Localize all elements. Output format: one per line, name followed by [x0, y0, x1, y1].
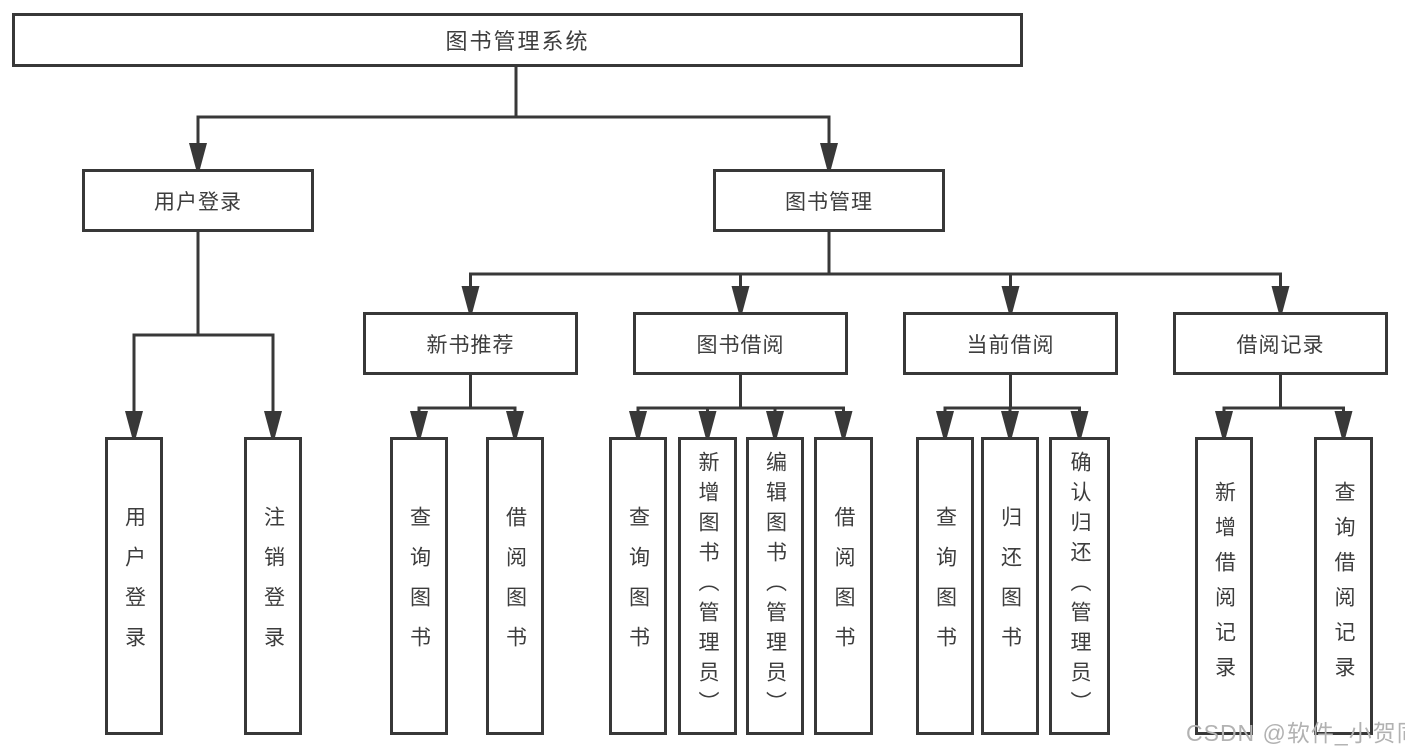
- node-label: 查询图书: [933, 506, 957, 666]
- node-label: 编辑图书（管理员）: [763, 451, 787, 721]
- csdn-watermark: CSDN @软件_小贺同学: [1186, 720, 1405, 746]
- leaf-query-books-borrow: 查询图书: [609, 437, 667, 735]
- node-label: 用户登录: [154, 190, 242, 214]
- node-book-management: 图书管理: [713, 169, 945, 232]
- leaf-add-books-admin: 新增图书（管理员）: [678, 437, 737, 735]
- leaf-query-books-current: 查询图书: [916, 437, 974, 735]
- node-label: 借阅图书: [832, 506, 855, 666]
- node-label: 新增图书（管理员）: [696, 451, 719, 721]
- arrowheads: [125, 143, 1353, 437]
- node-label: 图书管理: [785, 190, 873, 214]
- node-user-login: 用户登录: [82, 169, 314, 232]
- leaf-query-borrow-record: 查询借阅记录: [1314, 437, 1373, 735]
- node-label: 图书管理系统: [445, 29, 590, 54]
- node-label: 新书推荐: [426, 333, 515, 357]
- leaf-logout: 注销登录: [244, 437, 302, 735]
- node-label: 归还图书: [998, 506, 1022, 666]
- leaf-confirm-return-admin: 确认归还（管理员）: [1049, 437, 1110, 735]
- node-label: 新增借阅记录: [1212, 481, 1236, 691]
- node-label: 借阅图书: [503, 506, 527, 666]
- leaf-add-borrow-record: 新增借阅记录: [1195, 437, 1253, 735]
- node-new-book-recommendation: 新书推荐: [363, 312, 578, 375]
- node-library-system: 图书管理系统: [12, 13, 1023, 67]
- node-label: 用户登录: [122, 506, 146, 666]
- leaf-borrow-books-recommend: 借阅图书: [486, 437, 544, 735]
- node-current-borrowing: 当前借阅: [903, 312, 1118, 375]
- node-label: 注销登录: [261, 506, 285, 666]
- leaf-return-books: 归还图书: [981, 437, 1039, 735]
- node-label: 图书借阅: [696, 333, 785, 357]
- node-label: 借阅记录: [1236, 333, 1325, 357]
- leaf-user-login: 用户登录: [105, 437, 163, 735]
- leaf-query-books-recommend: 查询图书: [390, 437, 448, 735]
- leaf-edit-books-admin: 编辑图书（管理员）: [746, 437, 804, 735]
- leaf-borrow-books: 借阅图书: [814, 437, 873, 735]
- node-label: 当前借阅: [966, 333, 1055, 357]
- node-label: 确认归还（管理员）: [1068, 451, 1091, 721]
- node-borrowing-records: 借阅记录: [1173, 312, 1388, 375]
- node-label: 查询图书: [626, 506, 650, 666]
- node-label: 查询图书: [407, 506, 431, 666]
- node-label: 查询借阅记录: [1332, 481, 1355, 691]
- node-book-borrowing: 图书借阅: [633, 312, 848, 375]
